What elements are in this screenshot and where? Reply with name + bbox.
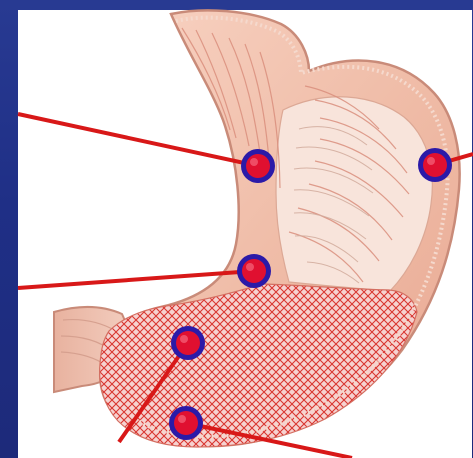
marker-right	[418, 148, 452, 182]
marker-lower-left	[171, 326, 205, 360]
marker-upper-left	[241, 149, 275, 183]
marker-middle-left	[237, 254, 271, 288]
marker-bottom	[169, 406, 203, 440]
